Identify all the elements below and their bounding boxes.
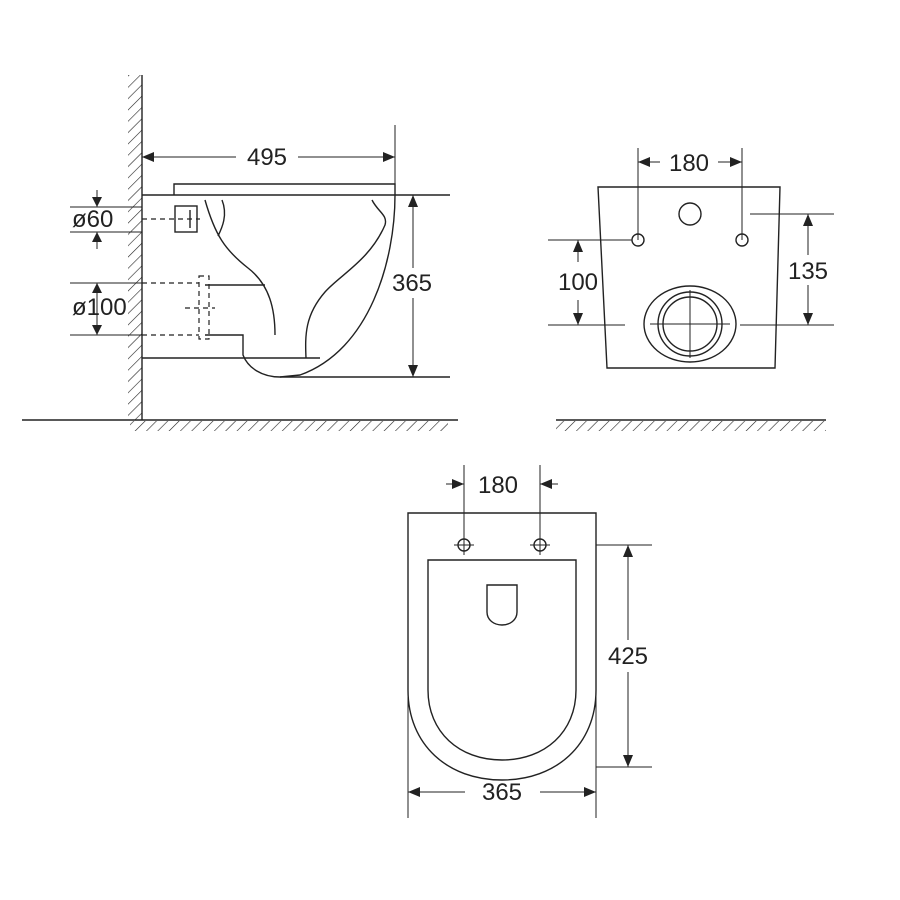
seat-outline (173, 183, 396, 195)
rear-spacing-dimension: 180 (669, 150, 709, 177)
height-dimension: 365 (392, 270, 432, 297)
inlet-arrow-top (92, 197, 102, 207)
inlet-arrow-bot (92, 232, 102, 242)
height-arrow-bot (408, 365, 418, 377)
length-arrow-left (142, 152, 154, 162)
top-depth-dimension: 425 (608, 643, 648, 670)
top-depth-arrow-bot (623, 755, 633, 767)
rear-spacing-arrow-left (638, 157, 650, 167)
length-arrow-right (383, 152, 395, 162)
bowl-outer (205, 194, 396, 378)
rear-outlet-arrow-top (803, 214, 813, 226)
rear-bolt-arrow-bot (573, 313, 583, 325)
trap-curve-3 (304, 199, 387, 359)
rear-view: 180 100 135 (548, 148, 834, 431)
height-arrow-top (408, 195, 418, 207)
top-width-arrow-right (584, 787, 596, 797)
top-body-outer (407, 512, 597, 781)
top-width-arrow-left (408, 787, 420, 797)
rear-outlet-arrow-bot (803, 313, 813, 325)
rear-bolt-height-dimension: 100 (558, 269, 598, 296)
top-bowl-inner (427, 559, 577, 761)
rear-floor-hatch (556, 421, 826, 431)
outlet-arrow-bot (92, 325, 102, 335)
top-flush-opening (486, 584, 518, 626)
outlet-dimension: ø100 (72, 294, 127, 321)
inlet-dimension: ø60 (72, 206, 113, 233)
rear-inlet-hole (678, 202, 702, 226)
trap-curve-2 (217, 199, 226, 237)
rear-body (597, 186, 781, 369)
rear-bolt-arrow-top (573, 240, 583, 252)
rear-spacing-arrow-right (730, 157, 742, 167)
outlet-box (198, 275, 210, 340)
top-depth-arrow-top (623, 545, 633, 557)
wall-hatch (128, 75, 142, 420)
floor-hatch (130, 421, 448, 431)
rear-outlet-outer (643, 285, 737, 363)
length-dimension: 495 (247, 144, 287, 171)
rear-outlet-height-dimension: 135 (788, 258, 828, 285)
outlet-arrow-top (92, 283, 102, 293)
trap-curve-1 (204, 199, 276, 336)
top-spacing-dimension: 180 (478, 472, 518, 499)
top-spacing-arrow-left (452, 479, 464, 489)
top-width-dimension: 365 (482, 779, 522, 806)
top-spacing-arrow-right (540, 479, 552, 489)
top-view: 180 425 365 (407, 465, 652, 818)
side-view: ø60 ø100 495 365 (22, 75, 458, 431)
